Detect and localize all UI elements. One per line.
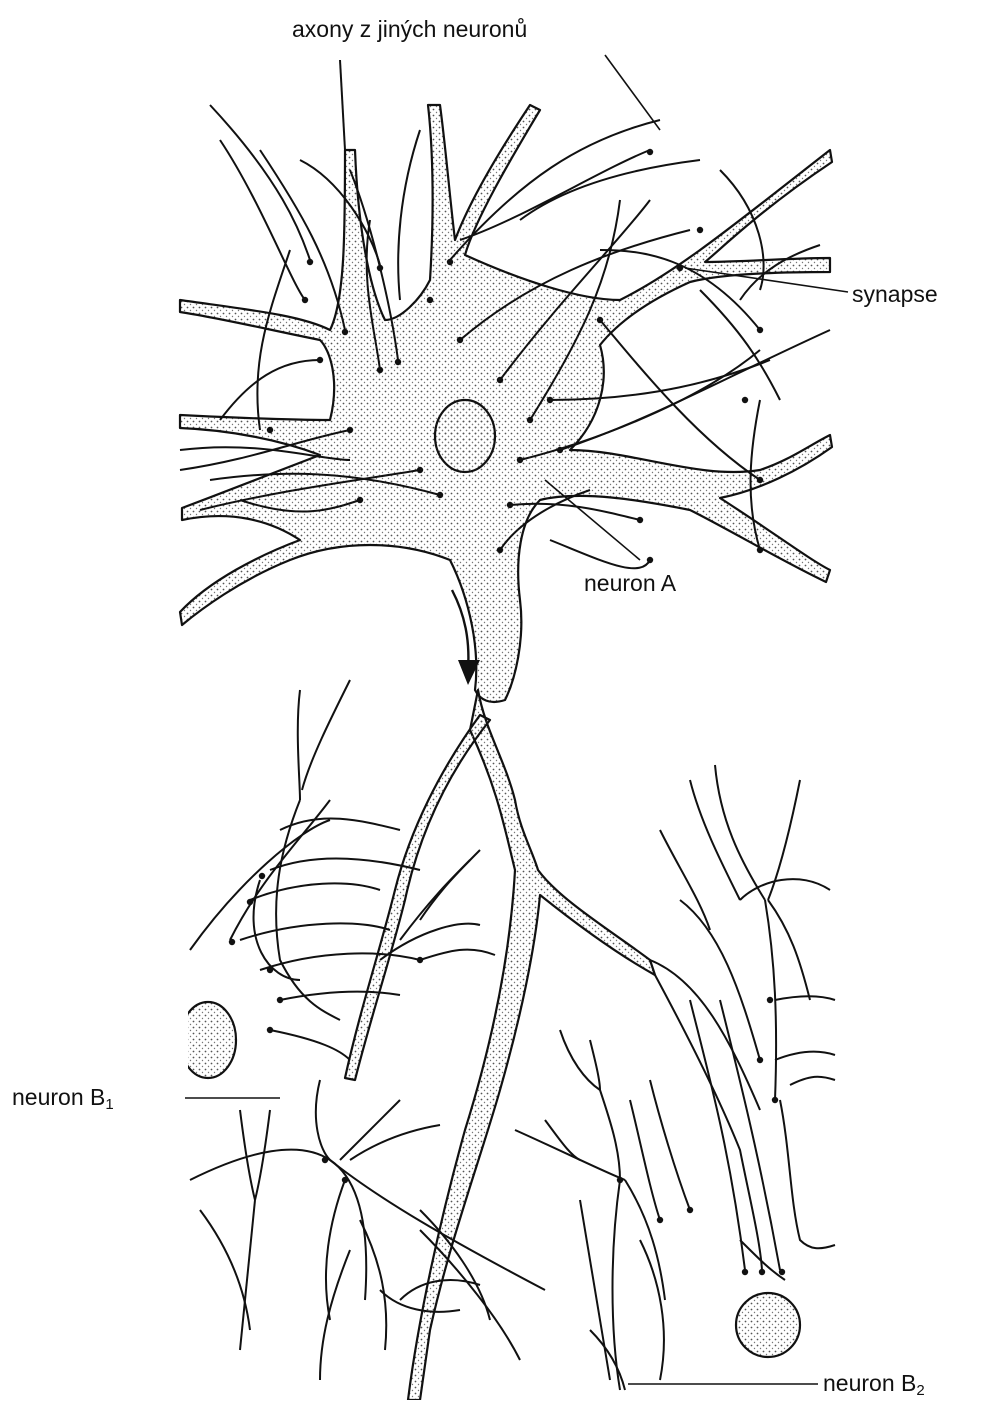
- label-neuron-b1: neuron B1: [12, 1086, 114, 1112]
- label-neuron-a: neuron A: [584, 572, 676, 595]
- label-neuron-b2-main: neuron B: [823, 1370, 916, 1396]
- label-neuron-b1-main: neuron B: [12, 1084, 105, 1110]
- neuron-a-soma: [180, 105, 832, 702]
- label-neuron-b2-sub: 2: [916, 1382, 924, 1399]
- neuron-a: [180, 105, 832, 1400]
- label-synapse: synapse: [852, 283, 938, 306]
- leader-axons: [605, 55, 660, 130]
- axon-branch-left: [345, 715, 490, 1080]
- neuron-b2-dendrites: [515, 765, 835, 1390]
- label-neuron-b2: neuron B2: [823, 1372, 925, 1398]
- label-neuron-b1-sub: 1: [105, 1096, 113, 1113]
- label-axons: axony z jiných neuronů: [292, 18, 527, 41]
- synapse-dots-b2: [617, 997, 785, 1275]
- leader-lines: [185, 55, 848, 1384]
- neuron-b1-soma: [180, 1002, 236, 1078]
- neuron-a-nucleus: [435, 400, 495, 472]
- neuron-a-axon: [408, 690, 655, 1400]
- neuron-b2-soma: [736, 1293, 800, 1357]
